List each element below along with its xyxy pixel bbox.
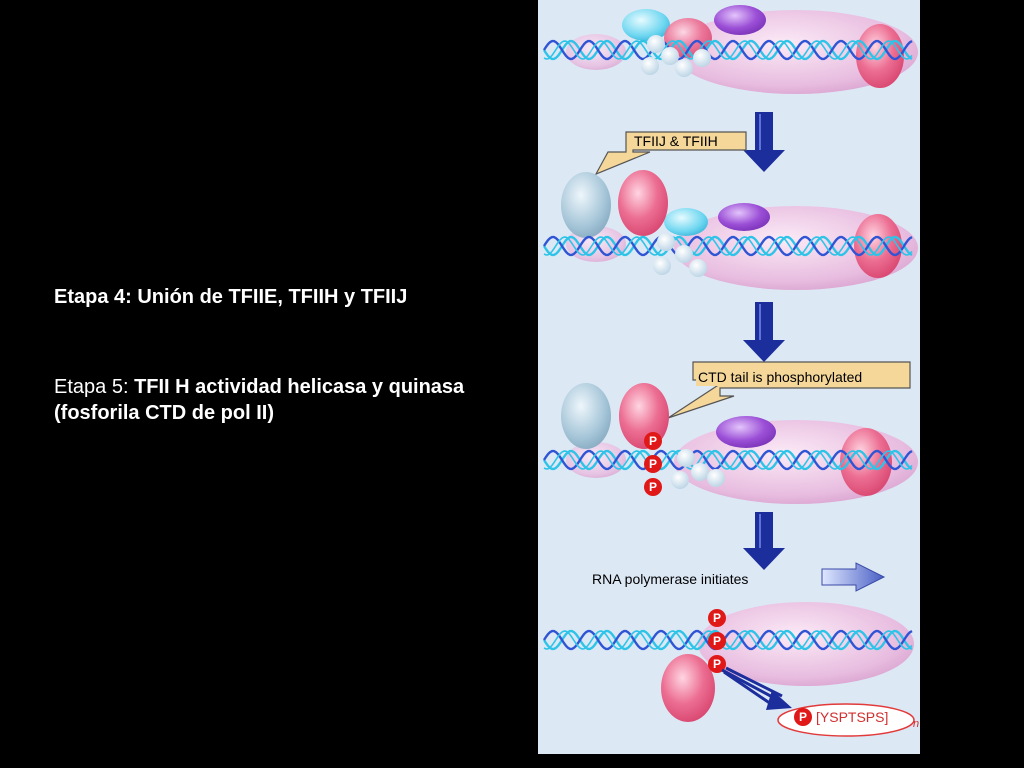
dna-strand xyxy=(542,39,913,61)
callout-ctd-phosphorylated: CTD tail is phosphorylated xyxy=(667,361,911,419)
phosphate-label: P xyxy=(713,657,721,671)
down-arrow-icon xyxy=(743,112,785,172)
dna-strand xyxy=(542,449,913,471)
tfiij-factor xyxy=(561,383,611,449)
phosphate-group: P xyxy=(794,708,812,726)
dna-strand xyxy=(543,236,913,256)
phosphate-group: P xyxy=(708,632,726,650)
tfiid-factor xyxy=(664,208,708,236)
right-arrow-icon xyxy=(821,562,886,592)
transcription-initiation-figure: TFIIJ & TFIIH CTD tail is phosphorylated xyxy=(538,0,920,754)
stage-5-description: TFII H actividad helicasa y quinasa (fos… xyxy=(54,376,465,424)
tfiij-factor xyxy=(561,172,611,238)
ctd-tail-arrow-icon xyxy=(721,666,792,710)
phosphate-label: P xyxy=(649,434,657,448)
tfiif-factor xyxy=(856,24,904,88)
dna-strand xyxy=(542,629,913,651)
phosphate-label: P xyxy=(649,457,657,471)
tfiia-factor xyxy=(664,18,712,58)
stage-5-text: Etapa 5: TFII H actividad helicasa y qui… xyxy=(54,374,524,426)
stage-4-heading: Etapa 4: Unión de TFIIE, TFIIH y TFIIJ xyxy=(54,286,408,308)
rna-polymerase-ii xyxy=(698,602,914,686)
phosphate-group: P xyxy=(708,609,726,627)
label-rna-polymerase-initiates: RNA polymerase initiates xyxy=(592,571,748,587)
dna-double-helix xyxy=(542,449,913,471)
dna-double-helix xyxy=(542,235,913,257)
label-ctd-phosphorylated: CTD tail is phosphorylated xyxy=(698,369,862,385)
tbp-cluster xyxy=(653,233,707,277)
dna-strand xyxy=(542,235,913,257)
dna-strand xyxy=(543,40,913,60)
down-arrow-icon xyxy=(743,512,785,570)
label-tfiij-tfiih: TFIIJ & TFIIH xyxy=(634,133,718,149)
tfiih-factor xyxy=(618,170,668,236)
purple-factor xyxy=(716,416,776,448)
phosphate-label: P xyxy=(713,634,721,648)
dna-double-helix xyxy=(542,629,913,651)
stage-ctd-phosphorylation: P P P xyxy=(542,383,918,504)
stage-elongation: P P P P [YSPTSPS] n xyxy=(542,602,919,737)
callout-tfiij-tfiih: TFIIJ & TFIIH xyxy=(594,131,747,176)
tfiid-factor xyxy=(622,9,670,41)
tfiih-factor xyxy=(661,654,715,722)
stage-preinitiation-complex xyxy=(542,5,918,94)
phosphate-group: P xyxy=(708,655,726,673)
dna-double-helix xyxy=(542,39,913,61)
tfiif-factor xyxy=(854,214,902,278)
phosphate-label: P xyxy=(799,710,807,724)
purple-factor xyxy=(714,5,766,35)
ctd-repeat-label: [YSPTSPS] xyxy=(816,709,888,725)
tbp-cluster xyxy=(641,35,711,77)
tbp-cluster xyxy=(671,449,725,489)
phosphate-group: P xyxy=(644,478,662,496)
down-arrow-icon xyxy=(743,302,785,362)
dna-strand xyxy=(543,630,913,650)
tfiih-factor xyxy=(619,383,669,449)
dna-strand xyxy=(543,450,913,470)
purple-factor xyxy=(718,203,770,231)
figure-svg: TFIIJ & TFIIH CTD tail is phosphorylated xyxy=(542,5,919,737)
stage-5-prefix: Etapa 5: xyxy=(54,376,135,398)
phosphate-label: P xyxy=(713,611,721,625)
phosphate-label: P xyxy=(649,480,657,494)
phosphate-group: P xyxy=(644,432,662,450)
ctd-repeat-oval xyxy=(777,703,915,737)
phosphate-group: P xyxy=(644,455,662,473)
ctd-repeat-subscript: n xyxy=(913,718,919,730)
stage-tfiie-tfiih-binding xyxy=(542,170,918,290)
